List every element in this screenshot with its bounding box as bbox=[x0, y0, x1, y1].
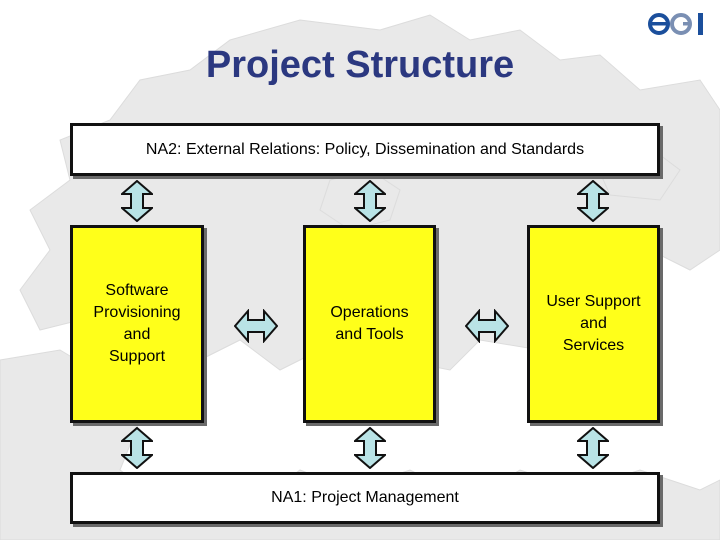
software-provisioning-label: Software Provisioning and Support bbox=[93, 282, 181, 365]
user-support-label: User Support and Services bbox=[546, 293, 641, 354]
na2-label: NA2: External Relations: Policy, Dissemi… bbox=[145, 140, 585, 158]
slide-title: Project Structure bbox=[205, 44, 515, 86]
na2-software-double-arrow bbox=[121, 180, 153, 222]
operations-tools-label: Operations and Tools bbox=[330, 304, 409, 343]
software-operations-double-arrow bbox=[234, 309, 278, 343]
operations-tools-box: Operations and Tools bbox=[303, 225, 436, 423]
na2-user-support-double-arrow bbox=[577, 180, 609, 222]
user-support-box: User Support and Services bbox=[527, 225, 660, 423]
na2-external-relations-box: NA2: External Relations: Policy, Dissemi… bbox=[70, 123, 660, 176]
software-provisioning-box: Software Provisioning and Support bbox=[70, 225, 204, 423]
operations-na1-double-arrow bbox=[354, 427, 386, 469]
na1-label: NA1: Project Management bbox=[271, 489, 459, 506]
na2-operations-double-arrow bbox=[354, 180, 386, 222]
na1-project-management-box: NA1: Project Management bbox=[70, 472, 660, 524]
operations-user-support-double-arrow bbox=[465, 309, 509, 343]
egi-logo bbox=[648, 13, 703, 35]
software-na1-double-arrow bbox=[121, 427, 153, 469]
user-support-na1-double-arrow bbox=[577, 427, 609, 469]
